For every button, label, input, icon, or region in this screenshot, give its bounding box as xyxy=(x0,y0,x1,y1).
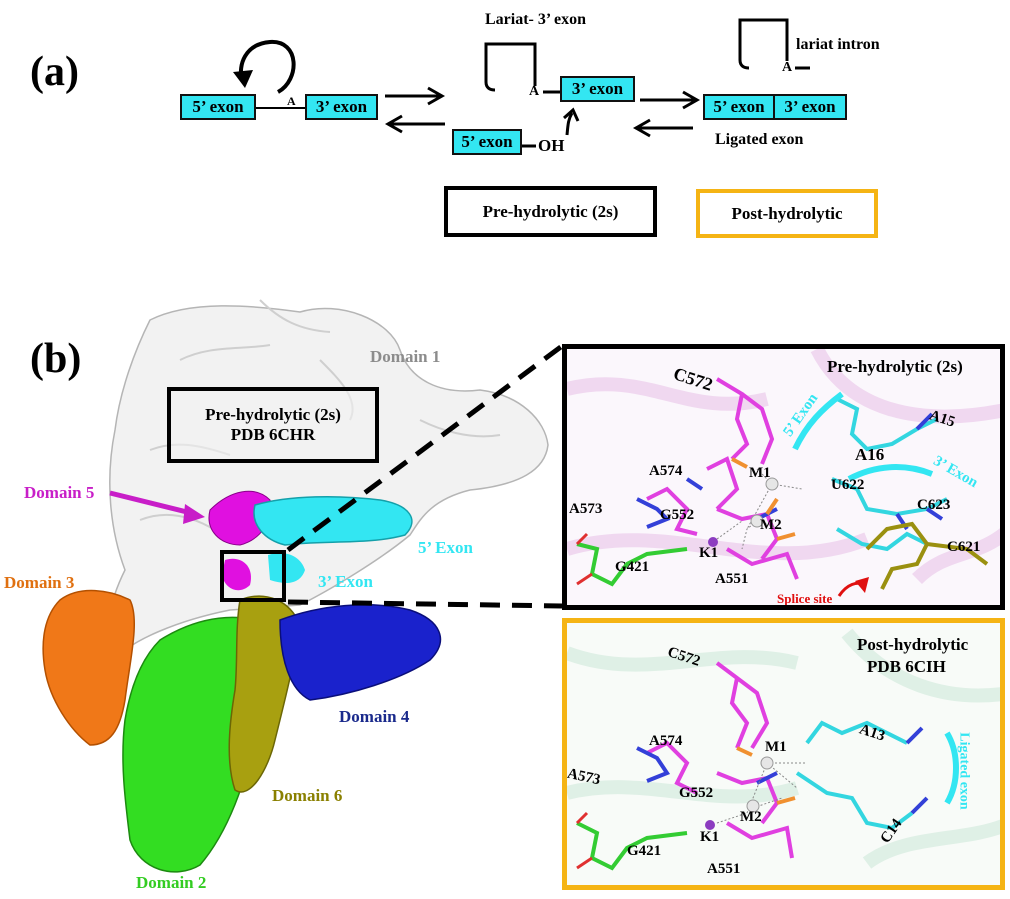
active-site-zoom-box xyxy=(220,550,286,602)
structure-label-line1: Pre-hydrolytic (2s) xyxy=(205,405,341,425)
domain4-surface xyxy=(280,605,440,700)
domain6-label: Domain 6 xyxy=(272,786,342,806)
post-ion-k1: K1 xyxy=(700,829,719,846)
pre-res-u622: U622 xyxy=(831,477,864,494)
structure-label-line2: PDB 6CHR xyxy=(231,425,316,445)
pre-res-g421: G421 xyxy=(615,559,649,576)
exon-surface xyxy=(254,497,412,545)
post-ligated-label: Ligated exon xyxy=(956,732,972,809)
domain2-label: Domain 2 xyxy=(136,873,206,893)
pre-hydrolytic-inset: Pre-hydrolytic (2s) C572 5’ Exon A15 A16… xyxy=(562,344,1005,610)
post-ion-m2: M2 xyxy=(740,809,762,826)
pre-res-g552: G552 xyxy=(660,507,694,524)
pre-splice-site-label: Splice site xyxy=(777,591,832,607)
pre-res-a16: A16 xyxy=(855,445,884,465)
domain3-surface xyxy=(43,591,134,745)
structure-label-box: Pre-hydrolytic (2s) PDB 6CHR xyxy=(167,387,379,463)
post-res-g552: G552 xyxy=(679,785,713,802)
pre-inset-title: Pre-hydrolytic (2s) xyxy=(827,357,963,377)
domain4-label: Domain 4 xyxy=(339,707,409,727)
domain5-label: Domain 5 xyxy=(24,483,94,503)
exon3-structure-label: 3’ Exon xyxy=(318,572,373,592)
pre-res-c621: C621 xyxy=(947,539,980,556)
pre-res-a574: A574 xyxy=(649,463,682,480)
post-res-a551: A551 xyxy=(707,861,740,878)
pre-res-c623: C623 xyxy=(917,497,950,514)
pre-ion-m2: M2 xyxy=(760,517,782,534)
post-inset-title-line1: Post-hydrolytic xyxy=(857,635,968,655)
post-res-a574: A574 xyxy=(649,733,682,750)
pre-ion-k1: K1 xyxy=(699,545,718,562)
pre-res-a573: A573 xyxy=(569,501,602,518)
exon5-structure-label: 5’ Exon xyxy=(418,538,473,558)
post-ion-m1: M1 xyxy=(765,739,787,756)
pre-res-a551: A551 xyxy=(715,571,748,588)
domain1-label: Domain 1 xyxy=(370,347,440,367)
post-hydrolytic-inset: Post-hydrolytic PDB 6CIH C572 A574 M1 A1… xyxy=(562,618,1005,890)
post-inset-title-line2: PDB 6CIH xyxy=(867,657,946,677)
pre-ion-m1: M1 xyxy=(749,465,771,482)
post-res-g421: G421 xyxy=(627,843,661,860)
domain3-label: Domain 3 xyxy=(4,573,74,593)
